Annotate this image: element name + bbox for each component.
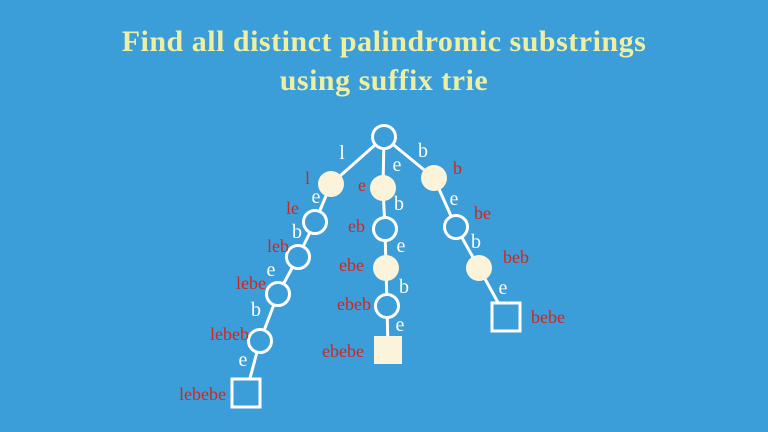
edge-label-root-b: b bbox=[418, 140, 428, 162]
edge-label-leb-lebe: e bbox=[267, 259, 276, 281]
trie-node-lebeb bbox=[247, 328, 273, 354]
edge-label-eb-ebe: e bbox=[397, 235, 406, 257]
edge-label-ebe-ebeb: b bbox=[399, 276, 409, 298]
trie-node-le bbox=[302, 209, 328, 235]
path-label-lebeb: lebeb bbox=[210, 324, 249, 344]
path-label-e: e bbox=[358, 175, 366, 195]
trie-node-root bbox=[371, 124, 397, 150]
title-line-2: using suffix trie bbox=[279, 64, 489, 97]
trie-node-ebe bbox=[373, 255, 399, 281]
edge-label-root-e: e bbox=[393, 154, 402, 176]
edge-label-le-leb: b bbox=[292, 221, 302, 243]
path-label-be: be bbox=[474, 203, 491, 223]
edge-label-be-beb: b bbox=[471, 231, 481, 253]
trie-node-ebebe bbox=[374, 336, 402, 364]
trie-node-bebe bbox=[490, 301, 522, 333]
edge-label-e-eb: b bbox=[394, 193, 404, 215]
path-label-leb: leb bbox=[267, 236, 289, 256]
trie-node-leb bbox=[285, 244, 311, 270]
path-label-bebe: bebe bbox=[531, 307, 565, 327]
trie-node-be bbox=[443, 214, 469, 240]
trie-node-e bbox=[370, 175, 396, 201]
path-label-eb: eb bbox=[348, 216, 365, 236]
edge-label-root-l: l bbox=[339, 142, 345, 164]
trie-node-eb bbox=[372, 216, 398, 242]
edge-label-l-le: e bbox=[312, 186, 321, 208]
title-line-1: Find all distinct palindromic substrings bbox=[121, 25, 647, 58]
edge-label-lebe-lebeb: b bbox=[251, 299, 261, 321]
path-label-ebebe: ebebe bbox=[322, 341, 364, 361]
path-label-b: b bbox=[453, 158, 462, 178]
trie-node-l bbox=[318, 171, 344, 197]
edge-label-lebeb-lebebe: e bbox=[239, 349, 248, 371]
path-label-lebebe: lebebe bbox=[179, 384, 226, 404]
path-label-ebeb: ebeb bbox=[337, 294, 371, 314]
path-label-l: l bbox=[305, 168, 310, 188]
slide-title: Find all distinct palindromic substrings… bbox=[0, 22, 768, 100]
trie-node-lebebe bbox=[230, 377, 262, 409]
trie-node-ebeb bbox=[374, 293, 400, 319]
path-label-beb: beb bbox=[503, 247, 529, 267]
trie-node-beb bbox=[466, 255, 492, 281]
trie-node-b bbox=[421, 165, 447, 191]
edge-label-ebeb-ebebe: e bbox=[396, 314, 405, 336]
trie-node-lebe bbox=[265, 281, 291, 307]
path-label-le: le bbox=[286, 198, 299, 218]
path-label-lebe: lebe bbox=[236, 273, 266, 293]
edge-label-b-be: e bbox=[450, 188, 459, 210]
path-label-ebe: ebe bbox=[339, 255, 364, 275]
edge-label-beb-bebe: e bbox=[499, 277, 508, 299]
